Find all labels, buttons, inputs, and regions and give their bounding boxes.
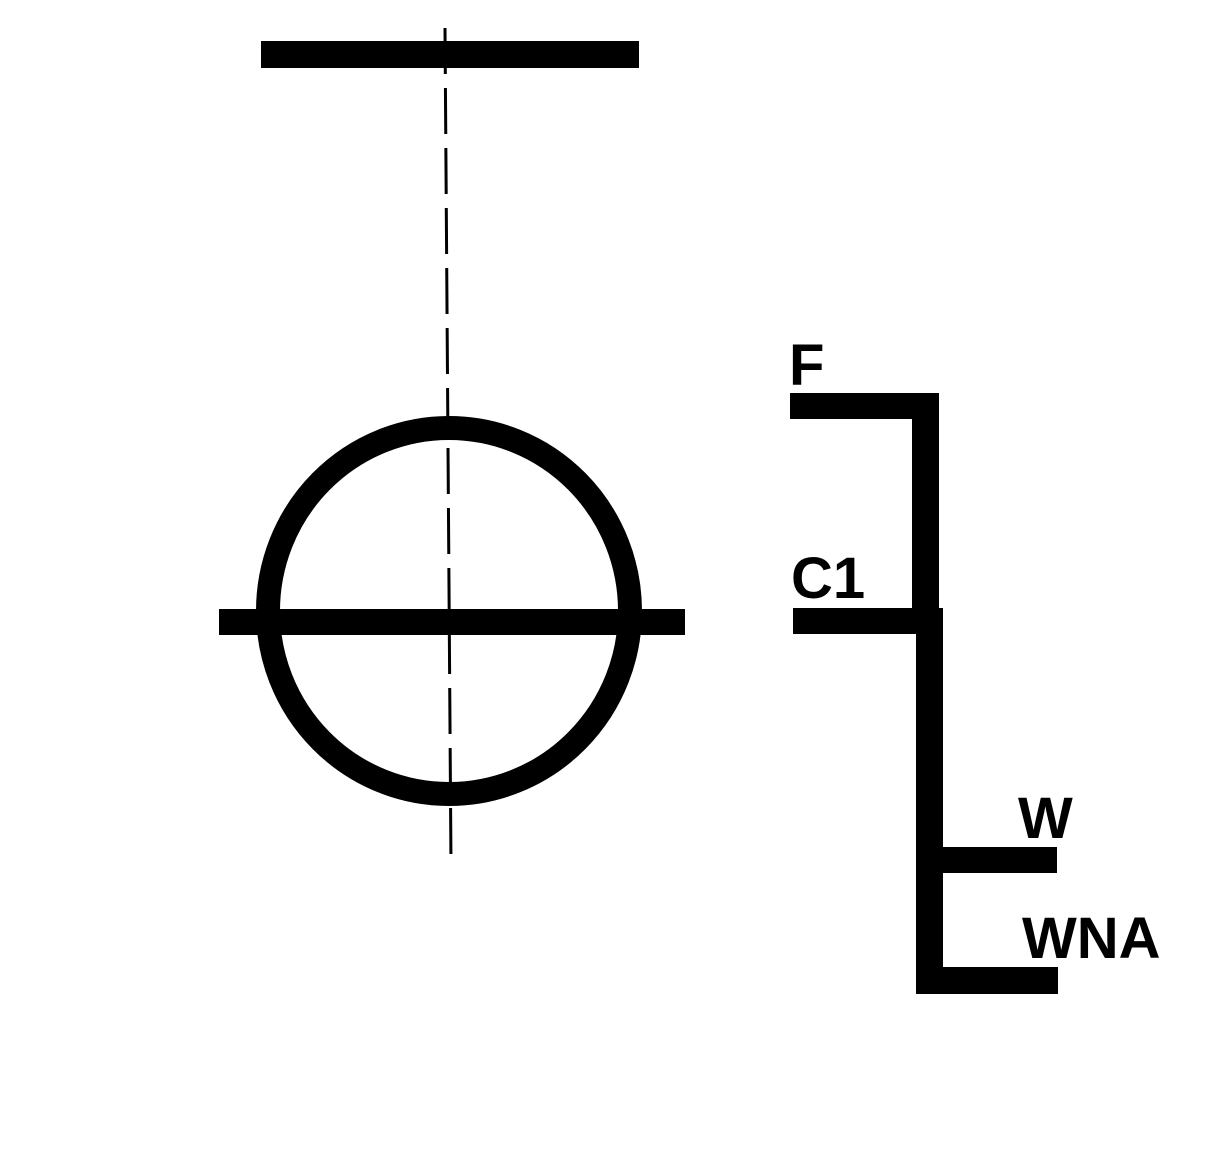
- arm-wna: [916, 967, 1058, 994]
- right-figure: F C1 W WNA: [789, 333, 1161, 994]
- horizontal-bar: [219, 609, 685, 635]
- dashed-center-axis: [443, 27, 453, 867]
- top-bar: [261, 41, 639, 68]
- arm-w: [916, 847, 1057, 873]
- arm-c1: [793, 608, 939, 634]
- vertical-upper: [912, 393, 939, 633]
- label-w: W: [1018, 786, 1073, 851]
- left-figure: [219, 27, 685, 867]
- label-f: F: [789, 333, 824, 398]
- label-c1: C1: [791, 546, 865, 611]
- vertical-lower: [916, 608, 943, 994]
- label-wna: WNA: [1022, 906, 1161, 971]
